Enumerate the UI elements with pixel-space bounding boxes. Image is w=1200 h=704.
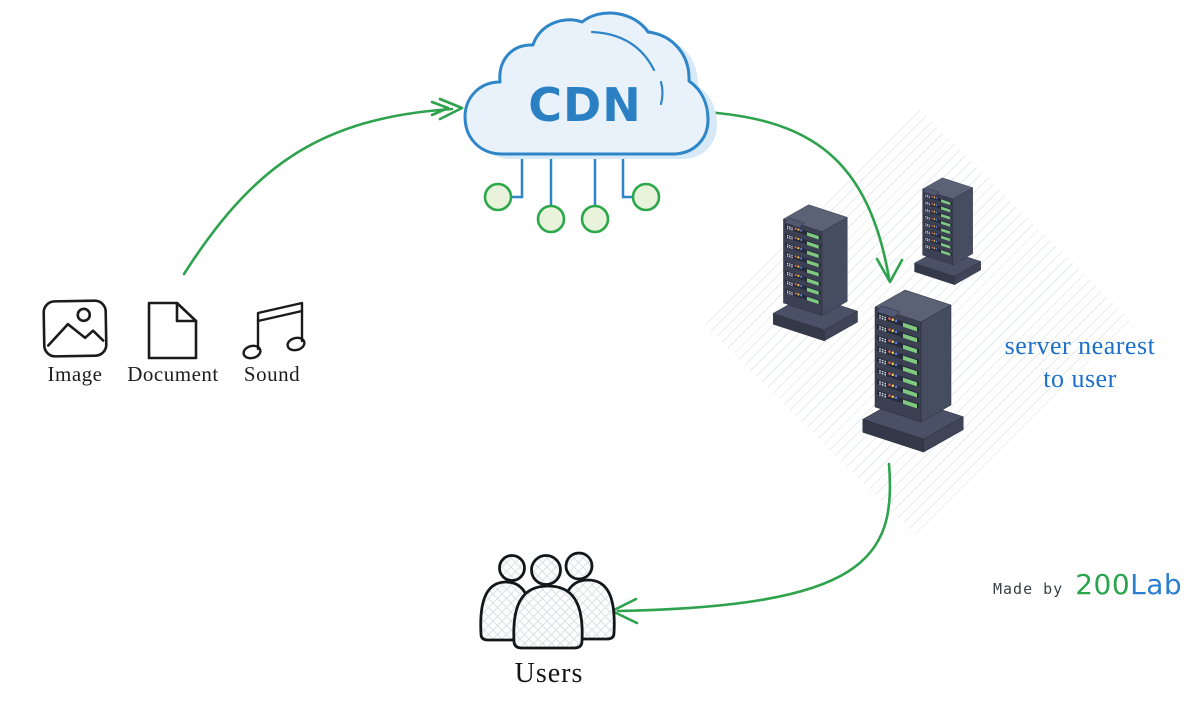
edge-node-icon [483, 182, 513, 212]
image-icon [42, 299, 108, 358]
credit-prefix: Made by [993, 580, 1064, 598]
edge-node-icon [536, 204, 566, 234]
server-caption: server nearest to user [968, 330, 1192, 395]
edge-nodes [483, 182, 661, 234]
brand-lab: Lab [1130, 568, 1183, 601]
source-label-sound: Sound [243, 362, 301, 386]
cloud-inner-arcs [590, 30, 664, 106]
credit-line: Made by 200Lab [993, 568, 1193, 608]
server-icon-left [773, 205, 857, 341]
server-cluster [730, 160, 1015, 480]
brand-200: 200 [1075, 568, 1131, 601]
server-icon-nearest [863, 290, 963, 452]
brand-logo: 200Lab [1075, 568, 1182, 601]
edge-node-icon [631, 182, 661, 212]
server-caption-line2: to user [1043, 363, 1117, 393]
server-caption-line1: server nearest [1004, 331, 1156, 360]
document-icon [147, 301, 198, 360]
cloud-icon [463, 11, 717, 159]
server-icon-back [915, 178, 981, 285]
arrow-sources-to-cdn [182, 97, 464, 276]
cdn-cloud-label: CDN [528, 78, 642, 132]
user-figure-center [512, 554, 584, 650]
source-label-image: Image [47, 362, 103, 386]
source-label-document: Document [127, 362, 219, 386]
users-label: Users [514, 658, 584, 689]
edge-node-icon [580, 204, 610, 234]
edge-node-links [512, 150, 632, 206]
sound-icon [242, 301, 306, 360]
users-icon [479, 551, 616, 650]
arrow-server-to-users [610, 462, 892, 625]
cdn-cloud-group [463, 11, 717, 234]
